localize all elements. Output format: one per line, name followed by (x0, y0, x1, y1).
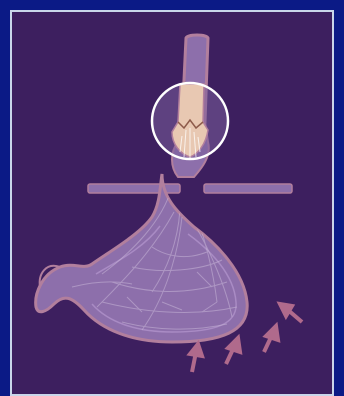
illustration-panel (10, 10, 334, 396)
reflux-diagram (12, 12, 332, 394)
lower-esophageal-sphincter-highlight (152, 83, 228, 159)
pressure-arrow-1 (190, 344, 202, 372)
stomach (36, 174, 248, 342)
diaphragm (88, 184, 292, 193)
pressure-arrow-2 (226, 338, 240, 364)
pressure-arrow-3 (264, 326, 278, 352)
pressure-arrow-4 (280, 304, 302, 322)
